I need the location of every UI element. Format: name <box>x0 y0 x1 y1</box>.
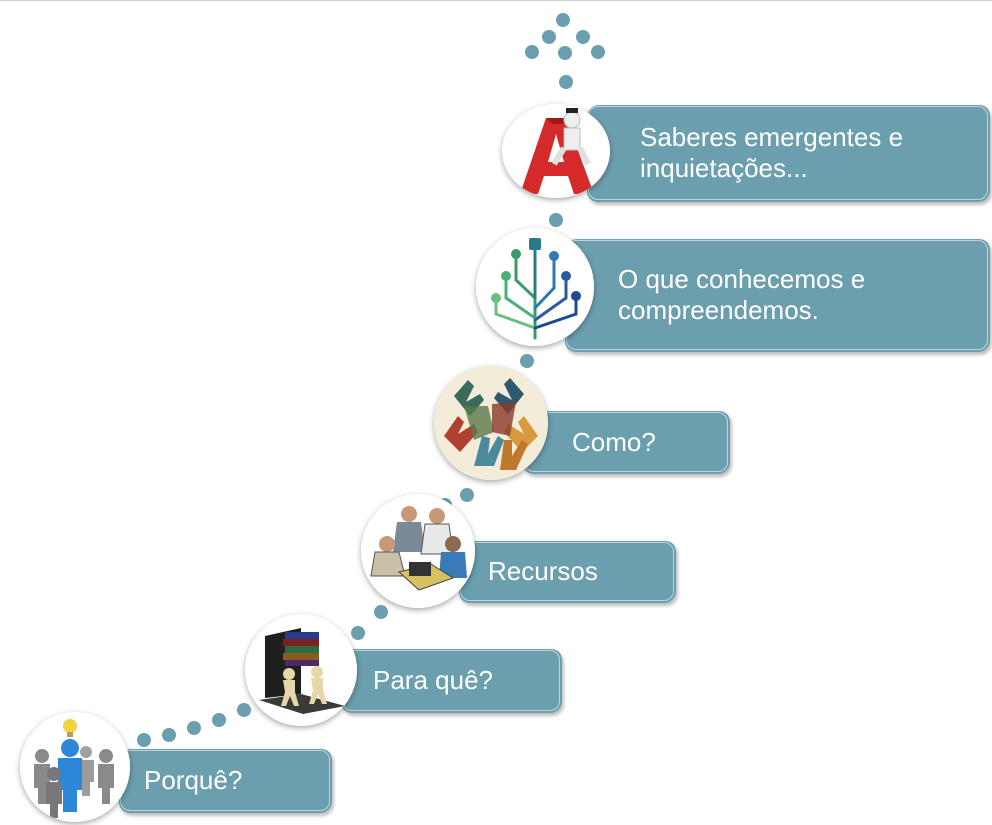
trail-dot <box>212 713 226 727</box>
step-label-porque: Porquê? <box>144 765 243 795</box>
step-label-recursos: Recursos <box>488 556 598 586</box>
step-label-saberes: Saberes emergentes e inquietações... <box>640 122 904 183</box>
step-label-para-que: Para quê? <box>373 665 493 695</box>
trail-dot <box>549 213 563 227</box>
trail-dot <box>162 728 176 742</box>
trail-dot <box>558 46 572 60</box>
trail-dot <box>351 626 365 640</box>
trail-dot <box>542 30 556 44</box>
people-lightbulb-icon <box>20 712 130 822</box>
step-box-saberes: Saberes emergentes e inquietações... <box>586 104 990 202</box>
hands-icon <box>434 366 548 480</box>
step-box-para-que: Para quê? <box>340 648 562 713</box>
step-label-como: Como? <box>572 426 656 457</box>
laptop-books-icon <box>245 614 357 726</box>
circuit-tree-icon <box>476 228 594 346</box>
trail-dot <box>520 354 534 368</box>
trail-dot <box>460 488 474 502</box>
person-on-letter-a-icon <box>502 104 610 198</box>
trail-dot <box>187 721 201 735</box>
step-box-o-que-conhecemos: O que conhecemos e compreendemos. <box>564 238 990 352</box>
trail-dot <box>237 703 251 717</box>
trail-dot <box>374 605 388 619</box>
top-border <box>0 0 992 1</box>
step-box-como: Como? <box>522 410 730 474</box>
trail-dot <box>576 30 590 44</box>
trail-dot <box>556 13 570 27</box>
step-box-recursos: Recursos <box>458 540 676 603</box>
trail-dot <box>525 45 539 59</box>
step-box-porque: Porquê? <box>118 748 332 813</box>
step-label-o-que-conhecemos: O que conhecemos e compreendemos. <box>618 264 866 325</box>
trail-dot <box>137 733 151 747</box>
people-working-icon <box>361 494 475 608</box>
trail-dot <box>559 75 573 89</box>
trail-dot <box>591 45 605 59</box>
